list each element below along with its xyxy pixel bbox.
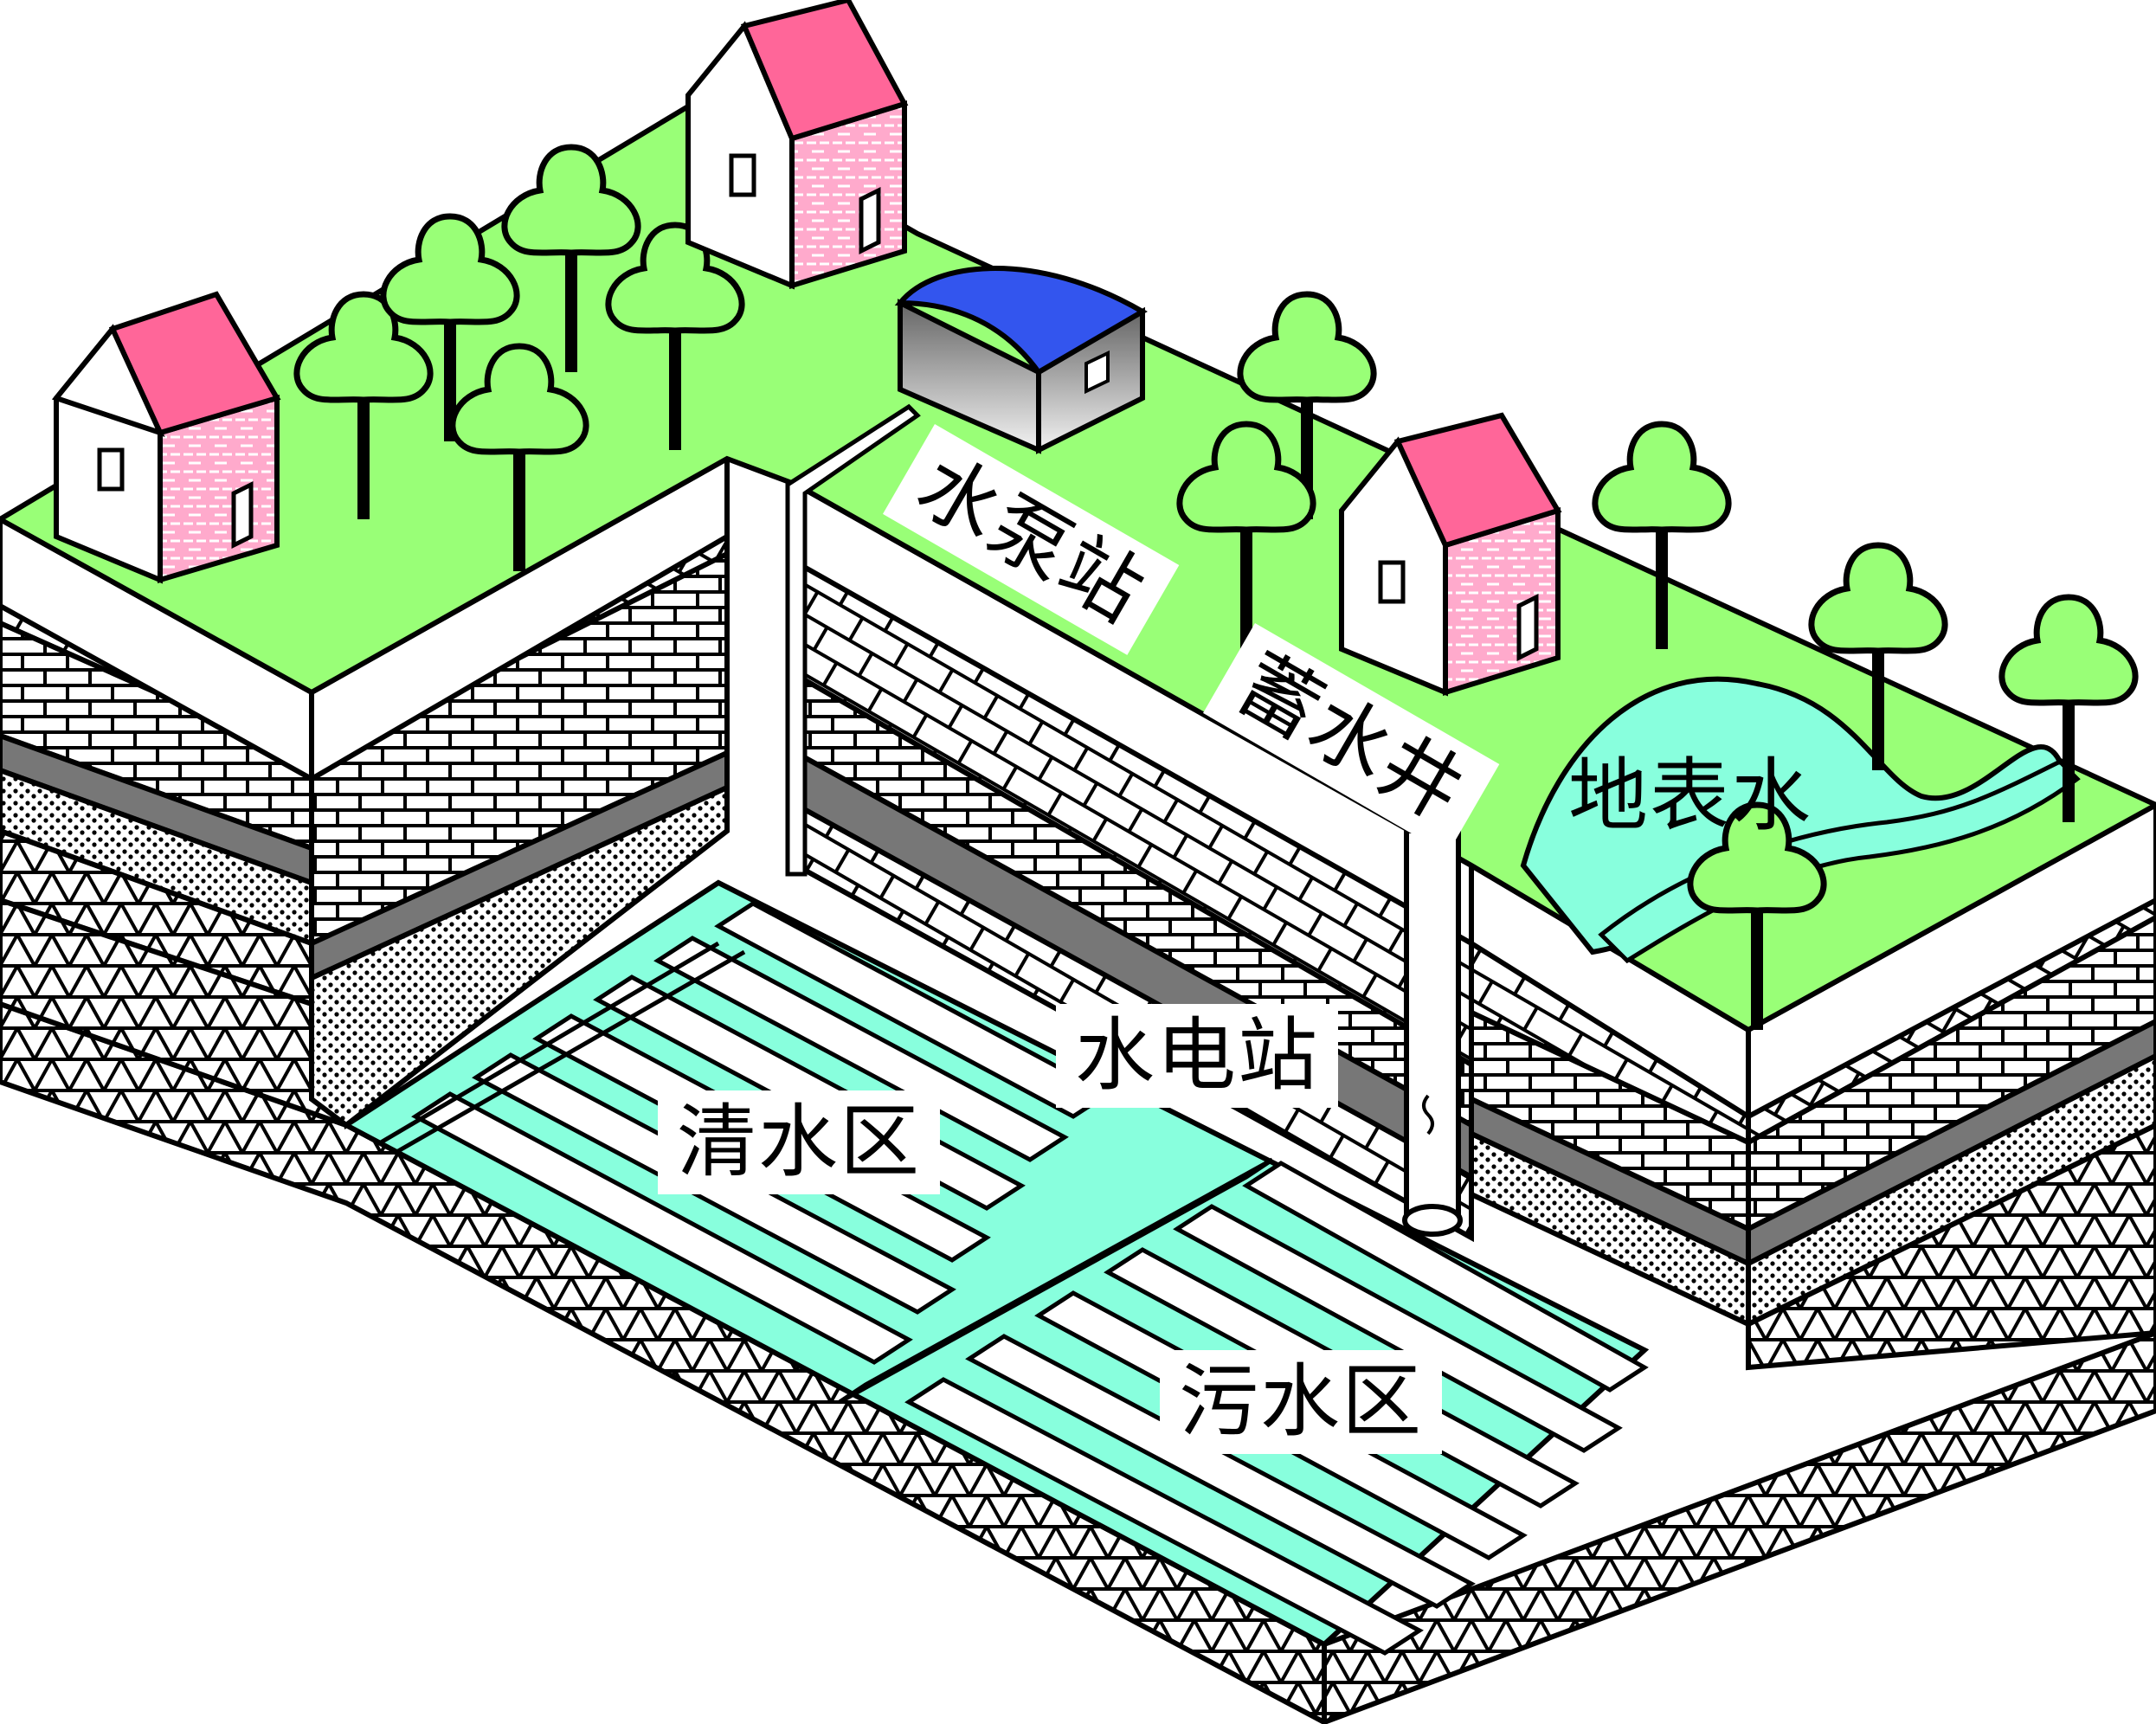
water-dam	[838, 1157, 1274, 1405]
topsoil-layer	[0, 454, 2156, 1122]
hydro-station-label: 水电站	[1056, 1004, 1339, 1108]
house-top	[685, 0, 909, 290]
surface-water-label: 地表水	[1568, 749, 1813, 842]
house-right	[1339, 412, 1562, 697]
sewage-zone-label: 污水区	[1160, 1350, 1443, 1454]
pump-shaft	[785, 403, 921, 877]
storage-well-shaft	[1402, 828, 1463, 1237]
pump-station	[894, 266, 1148, 454]
house-left	[51, 291, 281, 584]
roadway-lines	[379, 941, 746, 1154]
clean-zone-label: 清水区	[658, 1090, 941, 1194]
